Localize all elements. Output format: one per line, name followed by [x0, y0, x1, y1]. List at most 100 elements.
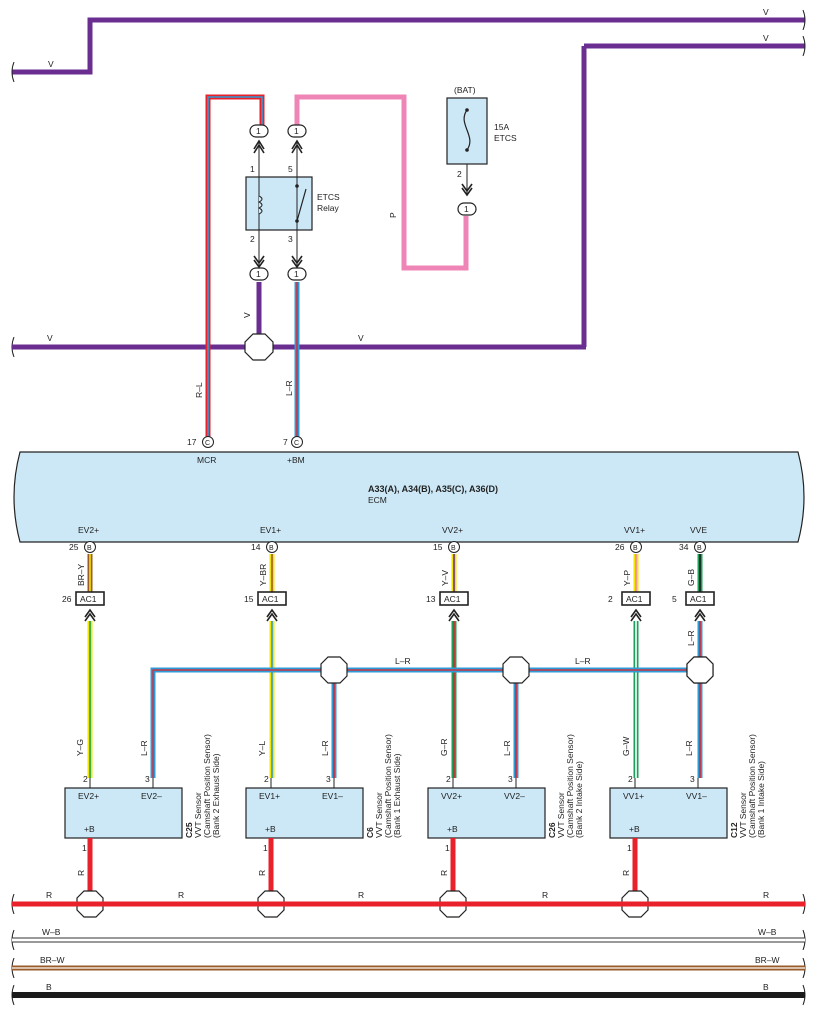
pink-wire-label: P: [388, 212, 398, 218]
sensor-neg-label: VV1–: [686, 791, 707, 801]
sensor-pin-neg: 3: [690, 774, 695, 784]
conn-top-right: 1: [294, 126, 299, 136]
fuse-icon: [463, 109, 471, 151]
sensor-pos-label: EV1+: [259, 791, 280, 801]
ecm-pin-conn: B: [269, 545, 274, 552]
conn-bottom-left: 1: [256, 269, 261, 279]
sensor-pin-pos: 2: [446, 774, 451, 784]
sensor-desc-2: (Camshaft Position Sensor): [747, 734, 757, 838]
ac1-pin: 26: [62, 594, 72, 604]
sensor-desc-2: (Camshaft Position Sensor): [383, 734, 393, 838]
sensor-pos-wire-label: G–R: [439, 739, 449, 756]
sensor-pin-b: 1: [263, 843, 268, 853]
brw-label-right: BR–W: [755, 955, 780, 965]
ecm-pin-number: 34: [679, 542, 689, 552]
sensor-b-label: +B: [447, 824, 458, 834]
ecm-pin-name: EV1+: [260, 525, 281, 535]
relay-coil-icon: [257, 195, 263, 215]
ecm-bottom-pin-groups: EV2+B25BR–YAC126Y–GEV1+B14Y–BRAC115Y–LVV…: [62, 525, 715, 778]
fuse-conn: 1: [464, 204, 469, 214]
relay-pin2: 2: [250, 234, 255, 244]
sensor-pin-pos: 2: [264, 774, 269, 784]
top-v-bus: [12, 17, 805, 347]
v-label-left: V: [48, 59, 54, 69]
fuse-name: ETCS: [494, 133, 517, 143]
fuse-rating: 15A: [494, 122, 509, 132]
relay-connectors: 1 1 1 1: [249, 124, 307, 281]
ecm-pin-wire-label: Y–V: [440, 570, 450, 586]
sensor-pin-pos: 2: [628, 774, 633, 784]
b-label-right: B: [763, 982, 769, 992]
ac1-arrow-icon: [84, 608, 96, 622]
sensor-pwr-wire-label: R: [257, 870, 267, 876]
mcr-wire-label: R–L: [194, 382, 204, 398]
etcs-fuse: (BAT) 15A ETCS 2 1: [446, 85, 517, 216]
sensor-neg-wire-label: L–R: [320, 740, 330, 756]
shield-junction-vve: [686, 656, 714, 684]
sensor-neg-label: EV1–: [322, 791, 343, 801]
shield-label-2: L–R: [575, 656, 591, 666]
sensor-pin-neg: 3: [145, 774, 150, 784]
ecm-pin-name: VV1+: [624, 525, 645, 535]
ac1-arrow-icon: [448, 608, 460, 622]
r-label-3: R: [542, 890, 548, 900]
ecm-pin-conn: B: [451, 545, 456, 552]
sensor-pin-b: 1: [445, 843, 450, 853]
pink-wire: [294, 94, 469, 271]
v-label-top-right2: V: [763, 33, 769, 43]
ecm-bm-conn: C: [294, 440, 299, 447]
sensor-pin-neg: 3: [326, 774, 331, 784]
sensor-pwr-wire-label: R: [621, 870, 631, 876]
sensor-code: C6: [365, 827, 375, 838]
ecm-pin-name: EV2+: [78, 525, 99, 535]
ecm-mcr-pin: 17: [187, 437, 197, 447]
conn-bottom-right: 1: [294, 269, 299, 279]
ac1-arrow-icon: [694, 608, 706, 622]
sensor-b-label: +B: [84, 824, 95, 834]
v-label-mid-center: V: [358, 333, 364, 343]
sensor-neg-wire-label: L–R: [139, 740, 149, 756]
sensor-pos-label: VV1+: [623, 791, 644, 801]
sensor-code: C25: [184, 822, 194, 838]
relay-pin3: 3: [288, 234, 293, 244]
r-label-right: R: [763, 890, 769, 900]
sensor-pin-b: 1: [82, 843, 87, 853]
sensor-pin-b: 1: [627, 843, 632, 853]
ecm-bm-pin: 7: [283, 437, 288, 447]
sensor-pin-pos: 2: [83, 774, 88, 784]
shield-label-1: L–R: [395, 656, 411, 666]
sensor-desc-1: VVT Sensor: [193, 792, 203, 838]
fuse-source: (BAT): [454, 85, 476, 95]
ac1-label: AC1: [626, 594, 643, 604]
r-label-left: R: [46, 890, 52, 900]
v-label-top-right: V: [763, 7, 769, 17]
sensor-pin-neg: 3: [508, 774, 513, 784]
ac1-label: AC1: [444, 594, 461, 604]
shield-bus: [150, 667, 700, 778]
ac1-pin: 13: [426, 594, 436, 604]
sensor-pos-wire-label: Y–L: [257, 741, 267, 756]
sensor-neg-wire-label: L–R: [684, 740, 694, 756]
sensor-b-label: +B: [629, 824, 640, 834]
ecm-pin-wire-label: Y–BR: [258, 564, 268, 586]
ac1-label: AC1: [690, 594, 707, 604]
ecm-pin-conn: B: [87, 545, 92, 552]
sensor-desc-1: VVT Sensor: [556, 792, 566, 838]
wb-label-left: W–B: [42, 927, 61, 937]
sensor-neg-label: VV2–: [504, 791, 525, 801]
ac1-pin: 15: [244, 594, 254, 604]
ecm-module: A33(A), A34(B), A35(C), A36(D) ECM C 17 …: [13, 436, 805, 543]
ecm-title: A33(A), A34(B), A35(C), A36(D): [368, 484, 498, 494]
ac1-pin: 2: [608, 594, 613, 604]
shield-junction: [320, 656, 348, 684]
sensor-desc-1: VVT Sensor: [374, 792, 384, 838]
r-label-2: R: [358, 890, 364, 900]
ecm-pin-wire-label: BR–Y: [76, 563, 86, 586]
